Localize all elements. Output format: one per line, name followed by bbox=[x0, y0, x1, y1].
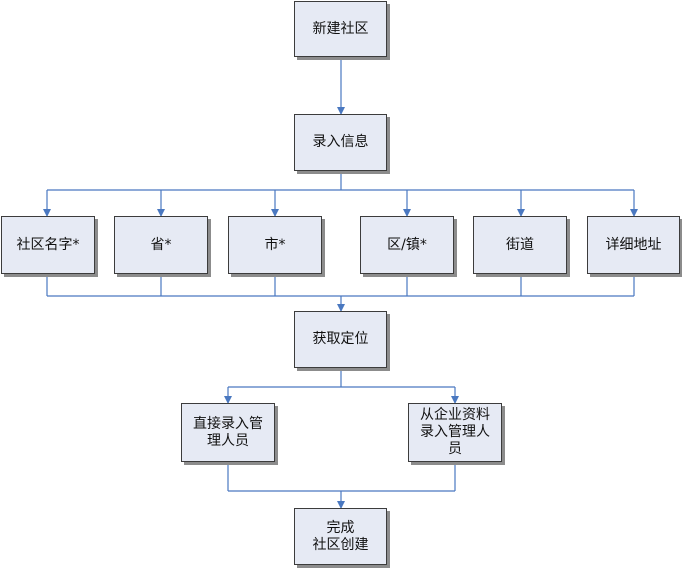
node-field-city: 市* bbox=[228, 216, 322, 274]
node-finish: 完成 社区创建 bbox=[294, 508, 387, 565]
node-new-community: 新建社区 bbox=[294, 1, 387, 57]
node-field-street: 街道 bbox=[473, 216, 567, 274]
node-enter-admin-direct: 直接录入管 理人员 bbox=[181, 403, 275, 462]
node-enter-info: 录入信息 bbox=[294, 114, 387, 171]
node-field-district: 区/镇* bbox=[360, 216, 454, 274]
node-field-address: 详细地址 bbox=[587, 216, 680, 274]
node-field-name: 社区名字* bbox=[1, 216, 95, 274]
node-field-province: 省* bbox=[114, 216, 208, 274]
node-get-location: 获取定位 bbox=[294, 311, 387, 368]
node-enter-admin-from-company: 从企业资料 录入管理人 员 bbox=[408, 403, 502, 462]
